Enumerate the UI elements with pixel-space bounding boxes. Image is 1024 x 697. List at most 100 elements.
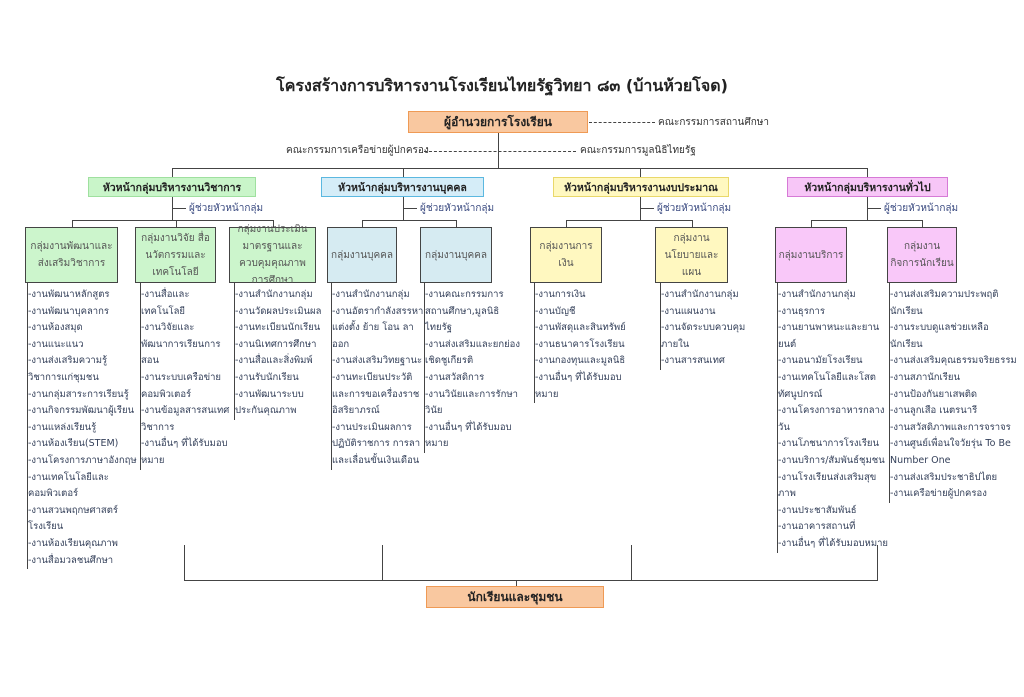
work-item-list: -งานส่งเสริมความประพฤตินักเรียน-งานระบบด… bbox=[889, 283, 1018, 503]
work-item: -งานพัฒนาระบบประกันคุณภาพ bbox=[235, 388, 304, 417]
connector-line bbox=[811, 220, 922, 221]
work-item: -งานสารสนเทศ bbox=[661, 355, 725, 367]
work-item: -งานส่งเสริมวิทยฐานะ bbox=[332, 355, 423, 367]
work-item: -งานสภานักเรียน bbox=[890, 371, 960, 383]
connector-line bbox=[691, 220, 693, 227]
connector-line bbox=[922, 220, 923, 227]
work-item: -งานทะเบียนประวัติและการขอเครื่องราชอิสร… bbox=[332, 371, 420, 417]
work-item: -งานอื่นๆ ที่ได้รับมอบหมาย bbox=[535, 371, 622, 400]
work-item: -งานวิจัยและพัฒนาการเรียนการสอน bbox=[141, 322, 221, 367]
work-item: -งานกลุ่มสาระการเรียนรู้ bbox=[28, 388, 129, 400]
work-item-list: -งานการเงิน-งานบัญชี-งานพัสดุและสินทรัพย… bbox=[534, 283, 635, 404]
work-item: -งานโครงการอาหารกลางวัน bbox=[778, 405, 885, 433]
work-item: -งานอัตรากำลังสรรหา แต่งตั้ง ย้าย โอน ลา… bbox=[332, 305, 424, 350]
connector-line bbox=[640, 208, 654, 209]
school-board-label: คณะกรรมการสถานศึกษา bbox=[658, 117, 769, 128]
division-head-box: หัวหน้ากลุ่มบริหารงานวิชาการ bbox=[88, 177, 256, 197]
work-item: -งานสวนพฤกษศาสตร์โรงเรียน bbox=[28, 504, 118, 533]
work-item: -งานประเมินผลการปฏิบัติราชการ การลา และเ… bbox=[332, 421, 421, 466]
division-head-box: หัวหน้ากลุ่มบริหารงานทั่วไป bbox=[787, 177, 948, 197]
work-item: -งานธนาคารโรงเรียน bbox=[535, 338, 625, 350]
work-item-list: -งานสำนักงานกลุ่ม -งานวัดผลประเมินผล -งานท… bbox=[234, 283, 327, 420]
work-item: -งานวัดผลประเมินผล bbox=[235, 305, 322, 317]
connector-line bbox=[71, 220, 73, 227]
parent-network-label: คณะกรรมการเครือข่ายผู้ปกครอง bbox=[286, 145, 429, 156]
connector-line bbox=[566, 220, 692, 221]
work-item: -งานโครงการภาษาอังกฤษ bbox=[28, 454, 137, 466]
work-item: -งานบัญชี bbox=[535, 305, 576, 317]
work-item: -งานเครือข่ายผู้ปกครอง bbox=[890, 488, 987, 500]
work-group-box: กลุ่มงานบุคคล bbox=[420, 227, 492, 283]
work-item-list: -งานสำนักงานกลุ่ม-งานอัตรากำลังสรรหา แต่… bbox=[331, 283, 424, 470]
connector-line bbox=[172, 168, 868, 169]
connector-line bbox=[382, 545, 383, 581]
work-item: -งานโรงเรียนส่งเสริมสุขภาพ bbox=[778, 471, 877, 500]
connector-line bbox=[172, 208, 186, 209]
work-item: -งานอื่นๆ ที่ได้รับมอบหมาย bbox=[425, 421, 512, 450]
connector-line bbox=[184, 545, 185, 581]
work-item: -งานวินัยและการรักษาวินัย bbox=[425, 388, 518, 417]
students-community-box: นักเรียนและชุมชน bbox=[426, 586, 604, 608]
connector-line bbox=[403, 168, 404, 178]
work-item: -งานจัดระบบควบคุมภายใน bbox=[661, 322, 746, 350]
connector-line bbox=[272, 220, 274, 227]
work-item: -งานกิจกรรมพัฒนาผู้เรียน bbox=[28, 405, 135, 417]
work-item-list: -งานสำนักงานกลุ่ม-งานธุรการ-งานยานพาหนะแ… bbox=[777, 283, 890, 553]
work-item: -งานสำนักงานกลุ่ม bbox=[235, 289, 313, 300]
work-item-list: -งานพัฒนาหลักสูตร -งานพัฒนาบุคลากร -งานห้อ… bbox=[27, 283, 138, 570]
work-item: -งานสวัสดิการ bbox=[425, 371, 485, 383]
connector-line bbox=[811, 220, 812, 227]
work-group-box: กลุ่มงานบริการ bbox=[775, 227, 847, 283]
connector-line bbox=[640, 168, 641, 178]
work-group-box: กลุ่มงานนโยบายและแผน bbox=[655, 227, 728, 283]
work-item: -งานแนะแนว bbox=[28, 338, 84, 350]
connector-line bbox=[184, 580, 878, 581]
connector-line bbox=[456, 220, 457, 227]
assistant-head-label: ผู้ช่วยหัวหน้ากลุ่ม bbox=[657, 203, 732, 214]
work-item: -งานอื่นๆ ที่ได้รับมอบหมาย bbox=[778, 537, 888, 549]
connector-line bbox=[867, 208, 881, 209]
assistant-head-label: ผู้ช่วยหัวหน้ากลุ่ม bbox=[189, 203, 264, 214]
work-group-box: กลุ่มงานประเมินมาตรฐานและควบคุมคุณภาพการ… bbox=[229, 224, 316, 286]
connector-dashed bbox=[589, 122, 655, 123]
work-item: -งานธุรการ bbox=[778, 305, 825, 317]
work-item: -งานโภชนาการโรงเรียน bbox=[778, 438, 879, 450]
work-item: -งานส่งเสริมคุณธรรมจริยธรรม bbox=[890, 355, 1017, 367]
work-item: -งานทะเบียนนักเรียน bbox=[235, 322, 321, 334]
director-box: ผู้อำนวยการโรงเรียน bbox=[408, 111, 588, 133]
work-item-list: -งานสำนักงานกลุ่ม -งานแผนงาน -งานจัดระบบคว… bbox=[660, 283, 753, 370]
work-item: -งานป้องกันยาเสพติด bbox=[890, 388, 978, 400]
work-item: -งานเทคโนโลยีและคอมพิวเตอร์ bbox=[28, 471, 109, 500]
work-item: -งานห้องสมุด bbox=[28, 322, 83, 334]
connector-dashed bbox=[424, 151, 576, 152]
work-item: -งานส่งเสริมความประพฤตินักเรียน bbox=[890, 289, 999, 317]
work-item: -งานสวัสดิภาพและการจราจร bbox=[890, 421, 1011, 433]
work-item: -งานเทคโนโลยีและโสตทัศนูปกรณ์ bbox=[778, 371, 876, 400]
connector-line bbox=[631, 545, 632, 581]
work-item: -งานพัฒนาหลักสูตร bbox=[28, 289, 110, 300]
connector-line bbox=[566, 220, 567, 227]
work-item: -งานบริการ/สัมพันธ์ชุมชน bbox=[778, 454, 885, 466]
connector-line bbox=[403, 208, 417, 209]
work-item: -งานพัฒนาบุคลากร bbox=[28, 305, 109, 317]
work-item: -งานนิเทศการศึกษา bbox=[235, 338, 317, 350]
division-head-box: หัวหน้ากลุ่มบริหารงานบุคคล bbox=[321, 177, 484, 197]
assistant-head-label: ผู้ช่วยหัวหน้ากลุ่ม bbox=[884, 203, 959, 214]
foundation-label: คณะกรรมการมูลนิธิไทยรัฐ bbox=[580, 145, 696, 156]
work-group-box: กลุ่มงานพัฒนาและส่งเสริมวิชาการ bbox=[25, 227, 118, 283]
work-item: -งานห้องเรียนคุณภาพ bbox=[28, 537, 118, 549]
work-item: -งานพัสดุและสินทรัพย์ bbox=[535, 322, 626, 334]
work-item: -งานประชาสัมพันธ์ bbox=[778, 504, 857, 516]
connector-line bbox=[362, 220, 456, 221]
work-item: -งานแผนงาน bbox=[661, 305, 716, 317]
work-item: -งานศูนย์เพื่อนใจวัยรุ่น To Be Number On… bbox=[890, 438, 1011, 466]
connector-line bbox=[172, 168, 173, 178]
connector-line bbox=[516, 580, 517, 586]
connector-line bbox=[71, 220, 273, 221]
work-group-box: กลุ่มงานบุคคล bbox=[327, 227, 397, 283]
work-item: -งานคณะกรรมการสถานศึกษา,มูลนิธิไทยรัฐ bbox=[425, 289, 504, 334]
work-item: -งานสำนักงานกลุ่ม bbox=[661, 289, 739, 300]
work-item: -งานลูกเสือ เนตรนารี bbox=[890, 405, 978, 417]
work-item: -งานสำนักงานกลุ่ม bbox=[778, 289, 856, 300]
